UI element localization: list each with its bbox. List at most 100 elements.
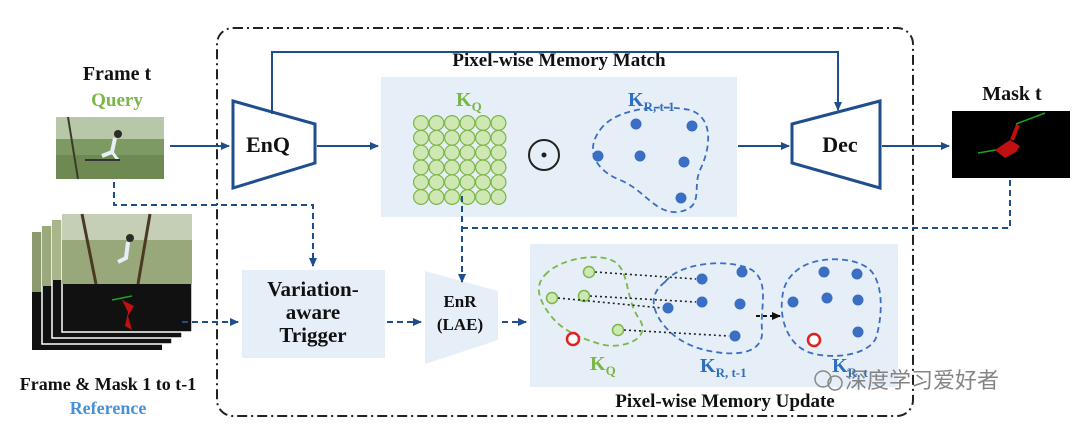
arrow-mask-to-enr (462, 180, 1011, 229)
kq-grid-cell (413, 114, 430, 131)
kr-new-label: KR, t (832, 355, 868, 380)
kq-grid-cell (475, 189, 492, 206)
kq-grid-cell (428, 189, 445, 206)
kq-update-point (545, 291, 559, 305)
query-label: Query (91, 90, 143, 111)
kr-update-points (662, 266, 748, 342)
kq-update-sub: Q (606, 363, 616, 378)
history-title: Frame & Mask 1 to t-1 (20, 374, 196, 394)
encoder-query-block (231, 99, 317, 191)
kq-grid-cell (428, 144, 445, 161)
kq-grid-cell (459, 159, 476, 176)
update-links (557, 271, 730, 337)
kq-grid-cell (413, 144, 430, 161)
kr-new-point (851, 268, 863, 280)
kr-new-point (852, 326, 864, 338)
kq-update-label: KQ (590, 353, 616, 378)
kq-grid-cell (490, 189, 507, 206)
kq-grid-cell (490, 159, 507, 176)
kq-match-main: K (456, 89, 472, 111)
kq-grid-cell (444, 189, 461, 206)
kq-grid-cell (459, 114, 476, 131)
kq-grid-cell (459, 174, 476, 191)
kr-update-cluster (652, 262, 764, 355)
frame-t-thumbnail (56, 116, 164, 180)
kr-point (678, 156, 690, 168)
kr-update-point (696, 296, 708, 308)
kq-match-sub: Q (472, 99, 482, 114)
kq-grid-cell (490, 144, 507, 161)
kq-update-points (545, 265, 625, 337)
watermark: 深度学习爱好者 (814, 368, 999, 393)
kq-update-point (611, 323, 625, 337)
kq-grid-cell (413, 159, 430, 176)
decoder-block (790, 99, 882, 190)
memory-update-title: Pixel-wise Memory Update (615, 391, 835, 412)
kq-grid-cell (428, 159, 445, 176)
kq-grid-cell (444, 174, 461, 191)
memory-match-title: Pixel-wise Memory Match (452, 50, 666, 71)
kr-point (592, 150, 604, 162)
kr-new-point (818, 266, 830, 278)
kq-grid-cell (490, 174, 507, 191)
kq-grid-cell (413, 129, 430, 146)
kr-new-points (787, 266, 864, 338)
arrow-skip-connection (271, 51, 842, 114)
operator-dot (541, 152, 547, 158)
kr-new-main: K (832, 355, 848, 377)
encoder-ref-line-2: (LAE) (437, 315, 483, 334)
frame-t-title: Frame t (83, 63, 152, 85)
kr-match-points (592, 118, 698, 204)
kq-grid-cell (444, 159, 461, 176)
kq-grid-cell (444, 144, 461, 161)
kr-update-sub: R, t-1 (716, 365, 747, 380)
kq-feature-grid (413, 114, 507, 206)
kr-update-point (734, 298, 746, 310)
outer-frame (216, 27, 914, 417)
kq-grid-cell (444, 114, 461, 131)
kr-match-sub: R, t-1 (644, 99, 675, 114)
kr-new-point (787, 296, 799, 308)
kq-grid-cell (490, 114, 507, 131)
kq-match-label: KQ (456, 89, 482, 114)
trigger-line-1: Variation- (267, 277, 358, 301)
arrow-frame-to-trigger (113, 182, 317, 267)
kr-new-point (852, 294, 864, 306)
kq-grid-cell (475, 129, 492, 146)
encoder-query-label: EnQ (246, 132, 290, 157)
kq-grid-cell (413, 189, 430, 206)
kq-grid-cell (428, 174, 445, 191)
trigger-line-2: aware (286, 300, 340, 324)
kq-update-point (582, 265, 596, 279)
kq-grid-cell (428, 114, 445, 131)
kr-new-sub: R, t (848, 365, 869, 380)
kr-new-point (821, 292, 833, 304)
decoder-label: Dec (822, 132, 858, 157)
kq-grid-cell (475, 159, 492, 176)
kr-point (686, 120, 698, 132)
trigger-line-3: Trigger (279, 323, 346, 347)
kr-update-main: K (700, 355, 716, 377)
kq-grid-cell (475, 144, 492, 161)
dot-product-operator (528, 139, 560, 171)
update-link (594, 271, 697, 280)
kr-update-label: KR, t-1 (700, 355, 747, 380)
kq-grid-cell (428, 129, 445, 146)
reference-label: Reference (70, 398, 147, 418)
kq-update-point (577, 289, 591, 303)
kr-update-point (729, 330, 741, 342)
kq-update-main: K (590, 353, 606, 375)
kr-point (675, 192, 687, 204)
kq-grid-cell (475, 174, 492, 191)
outlier-point-left (565, 331, 581, 347)
kr-match-label: KR, t-1 (628, 89, 675, 114)
kr-update-point (696, 273, 708, 285)
kr-update-point (736, 266, 748, 278)
kr-new-cluster (780, 258, 882, 357)
kq-grid-cell (459, 189, 476, 206)
kr-match-main: K (628, 89, 644, 111)
variation-trigger-box (242, 270, 385, 358)
kr-update-point (662, 302, 674, 314)
kq-update-cluster (538, 256, 644, 347)
kq-grid-cell (444, 129, 461, 146)
